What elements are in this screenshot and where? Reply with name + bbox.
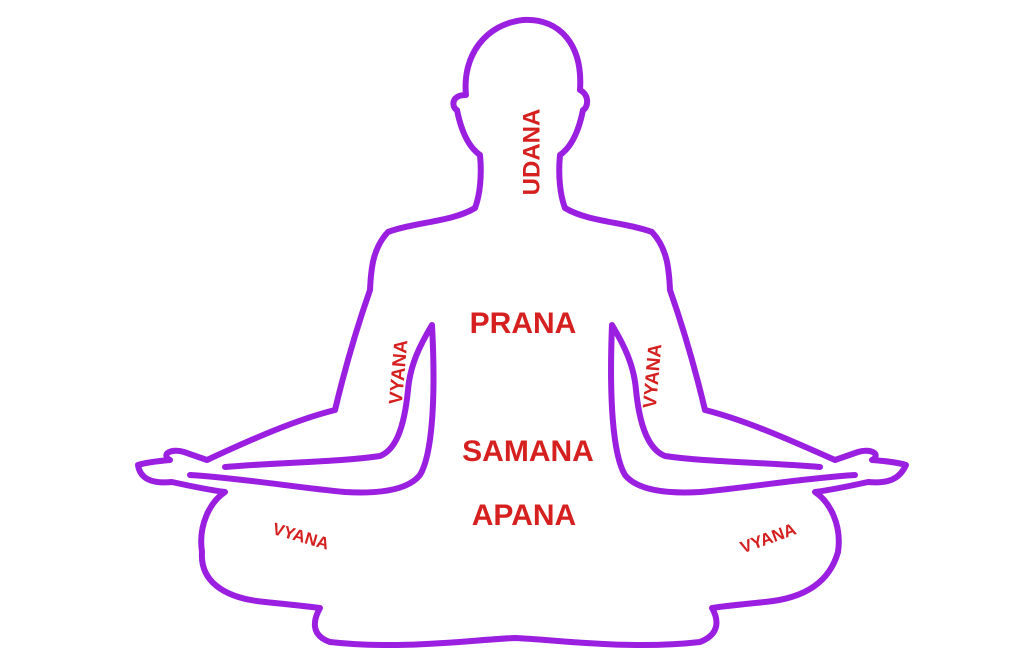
- vyana-right-arm-label: VYANA: [640, 343, 667, 410]
- apana-label: APANA: [472, 499, 576, 532]
- prana-label: PRANA: [470, 307, 577, 340]
- vyana-left-leg-label: VYANA: [270, 519, 331, 553]
- body-outline: [135, 16, 909, 649]
- right-arm-inner-outline: [608, 322, 858, 496]
- vyana-right-leg-label: VYANA: [738, 520, 799, 558]
- left-arm-inner-outline: [187, 322, 437, 496]
- udana-label: UDANA: [518, 109, 545, 196]
- samana-label: SAMANA: [462, 435, 594, 468]
